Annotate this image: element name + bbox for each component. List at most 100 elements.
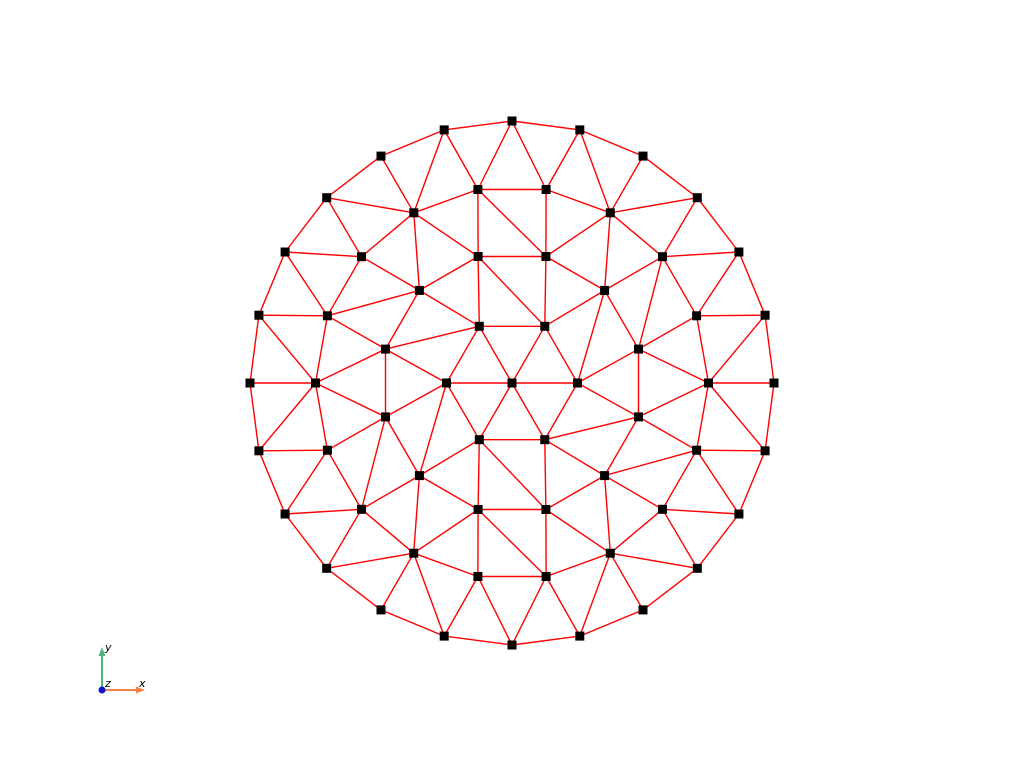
x-axis-label: x: [138, 677, 146, 690]
mesh-edge: [638, 348, 709, 384]
mesh-edge: [444, 635, 513, 646]
mesh-edge: [284, 251, 328, 317]
mesh-edge: [695, 382, 710, 451]
mesh-edge: [544, 439, 605, 477]
mesh-edge: [326, 449, 363, 510]
mesh-edge: [738, 251, 766, 316]
mesh-node: [322, 193, 332, 203]
mesh-edge: [284, 449, 328, 515]
mesh-edge: [258, 382, 317, 452]
mesh-node: [381, 412, 390, 422]
mesh-edge: [545, 255, 605, 292]
mesh-edge: [445, 382, 480, 441]
mesh-node: [376, 605, 386, 615]
mesh-edge: [696, 251, 740, 317]
mesh-edge: [511, 120, 580, 131]
mesh-edge: [738, 450, 766, 515]
mesh-edge: [544, 439, 547, 510]
mesh-edge: [604, 449, 697, 477]
mesh-edge: [258, 314, 317, 384]
mesh-edge: [545, 552, 611, 578]
mesh-edge: [419, 289, 480, 327]
mesh-edge: [361, 508, 415, 554]
mesh-edge: [285, 251, 362, 258]
mesh-edge: [380, 609, 445, 637]
mesh-edge: [544, 256, 547, 327]
mesh-edge: [326, 197, 363, 258]
mesh-node: [439, 125, 449, 135]
mesh-node: [734, 509, 744, 519]
mesh-edge: [327, 289, 420, 317]
mesh-edge: [610, 552, 698, 569]
mesh-edge: [419, 474, 479, 511]
mesh-edge: [314, 315, 329, 384]
mesh-edge: [544, 289, 605, 327]
mesh-edge: [545, 129, 581, 190]
mesh-node: [760, 446, 770, 456]
mesh-node: [638, 151, 648, 161]
mesh-edge: [545, 576, 581, 637]
mesh-node: [474, 321, 484, 331]
mesh-node: [311, 378, 320, 388]
mesh-edge: [579, 609, 644, 637]
mesh-edge: [258, 314, 328, 317]
mesh-node: [734, 247, 744, 257]
mesh-edge: [413, 188, 479, 214]
mesh-edge: [511, 576, 547, 646]
mesh-edge: [609, 508, 663, 554]
mesh-edge: [545, 508, 611, 554]
mesh-edge: [384, 290, 421, 350]
mesh-edge: [361, 474, 420, 510]
mesh-edge: [326, 155, 382, 199]
mesh-node: [692, 311, 702, 321]
mesh-edges: [249, 120, 775, 646]
mesh-edge: [604, 256, 663, 292]
mesh-edge: [579, 129, 611, 214]
mesh-edge: [249, 315, 260, 384]
mesh-edge: [413, 129, 445, 214]
mesh-edge: [604, 474, 663, 510]
mesh-edge: [258, 251, 286, 316]
mesh-node: [692, 445, 702, 455]
mesh-node: [541, 252, 551, 261]
mesh-edge: [361, 212, 415, 258]
y-axis-arrowhead: [98, 647, 106, 656]
mesh-edge: [443, 129, 479, 190]
mesh-edge: [638, 416, 697, 451]
mesh-node: [634, 344, 643, 354]
mesh-edge: [384, 416, 421, 476]
z-axis-dot: [98, 686, 106, 694]
mesh-edge: [380, 155, 415, 214]
mesh-edge: [326, 552, 414, 569]
mesh-edge: [419, 439, 480, 477]
mesh-edge: [315, 382, 386, 418]
mesh-edge: [419, 255, 479, 292]
z-axis-label: z: [104, 677, 111, 690]
mesh-edge: [385, 382, 447, 418]
mesh-edge: [413, 212, 479, 258]
mesh-node: [473, 252, 483, 261]
mesh-node: [658, 252, 667, 262]
mesh-edge: [258, 450, 286, 515]
mesh-edge: [445, 325, 480, 384]
mesh-edge: [642, 155, 698, 199]
mesh-edge: [258, 449, 328, 452]
mesh-edge: [603, 416, 640, 476]
mesh-node: [409, 548, 419, 558]
mesh-edge: [642, 567, 698, 611]
mesh-node: [473, 185, 483, 194]
mesh-node: [254, 310, 264, 320]
mesh-edge: [413, 552, 479, 578]
mesh-edge: [326, 508, 363, 569]
mesh-edge: [577, 382, 639, 418]
mesh-node: [760, 310, 770, 320]
mesh-edge: [477, 439, 480, 510]
mesh-nodes: [245, 116, 779, 650]
mesh-edge: [478, 325, 513, 384]
mesh-edge: [764, 315, 775, 384]
mesh-edge: [413, 212, 421, 291]
mesh-node: [638, 605, 648, 615]
mesh-node: [322, 563, 332, 573]
mesh-edge: [284, 197, 328, 253]
